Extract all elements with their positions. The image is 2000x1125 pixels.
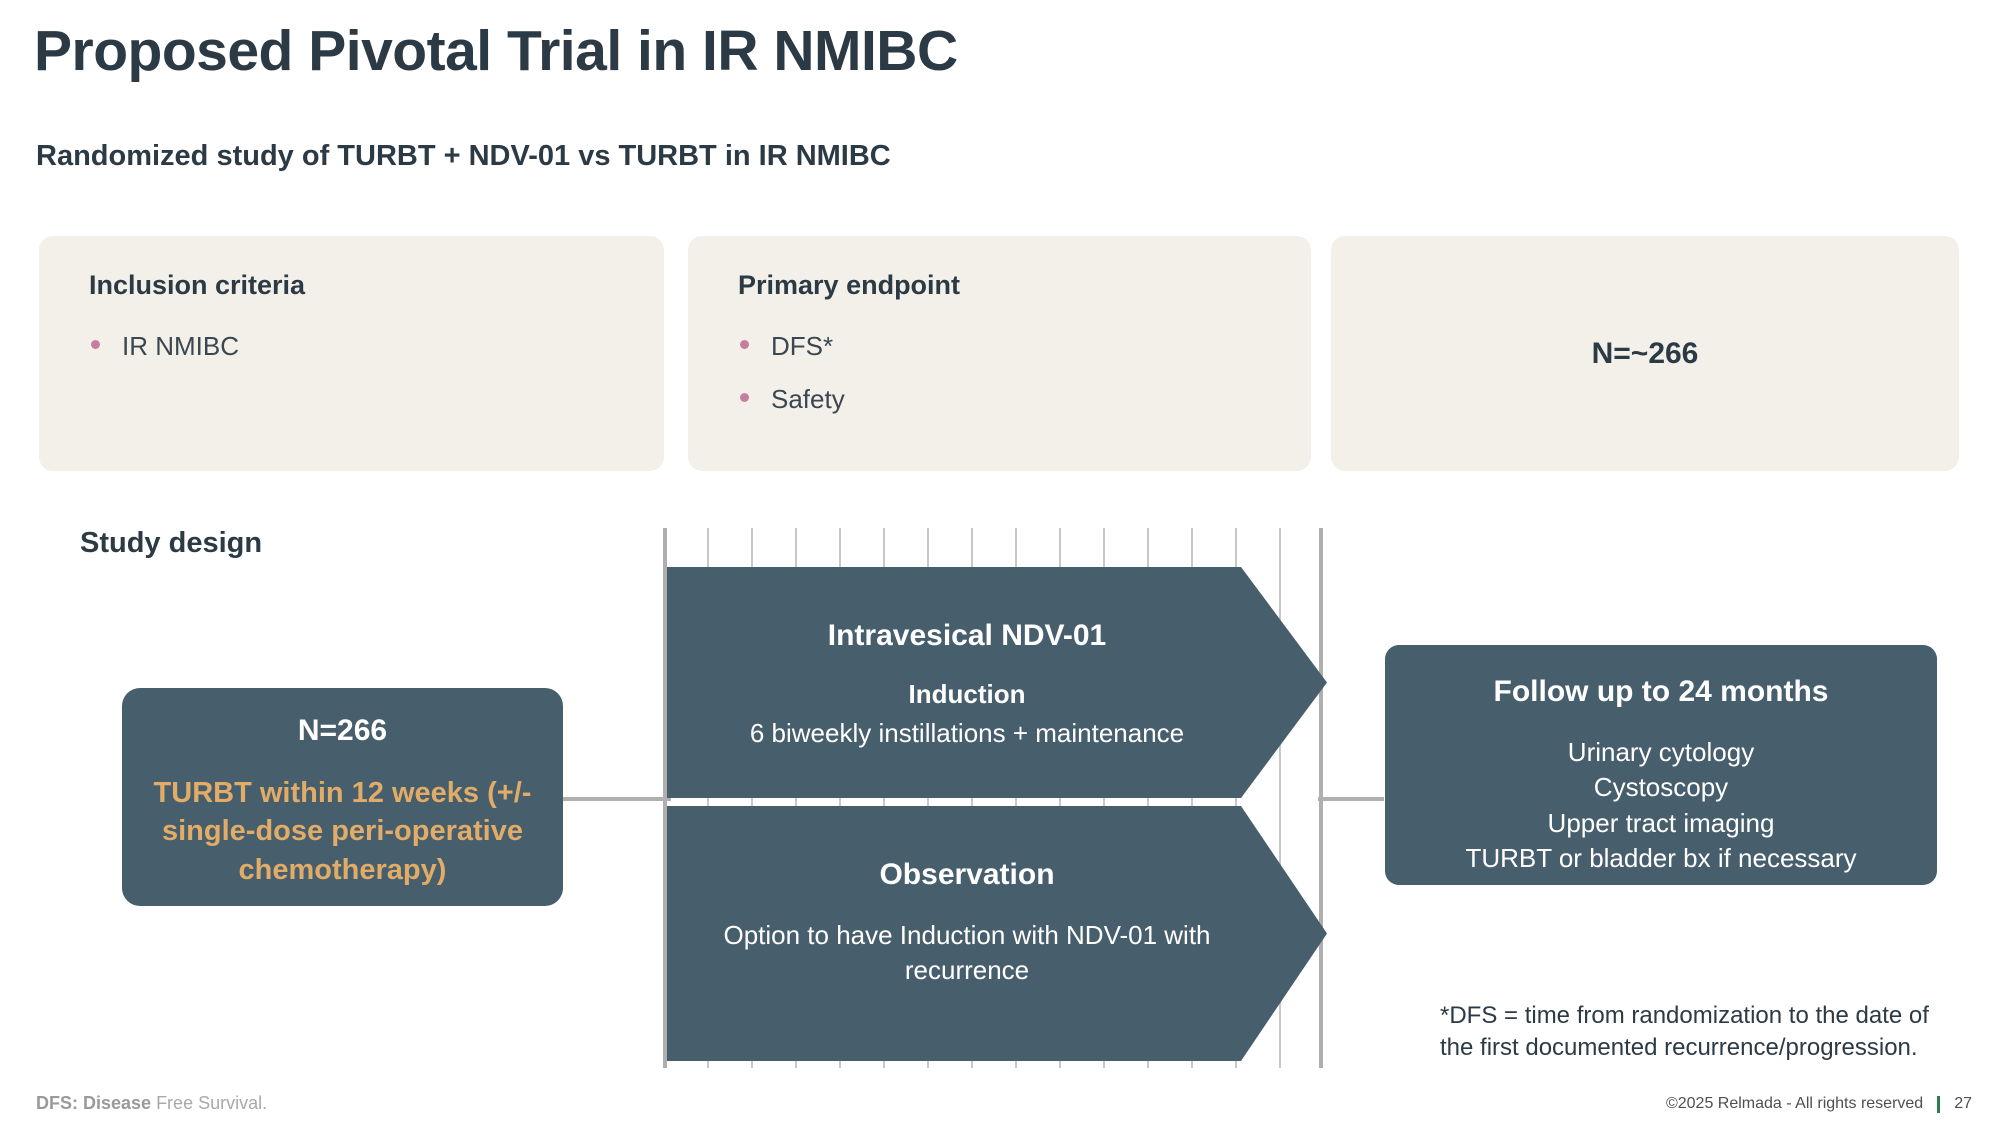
- timeline-tick: [1147, 528, 1149, 1068]
- list-item: Safety: [740, 384, 1283, 415]
- footer-abbrev-bold: DFS: Disease: [36, 1093, 152, 1113]
- timeline-tick: [1279, 528, 1281, 1068]
- bullet-dot-icon: [740, 393, 749, 402]
- followup-item: Urinary cytology: [1567, 737, 1755, 767]
- connector-line-right: [1318, 797, 1384, 801]
- timeline-tick: [751, 528, 753, 1068]
- timeline-tick: [883, 528, 885, 1068]
- footer-copyright: ©2025 Relmada - All rights reserved: [1665, 1095, 1924, 1112]
- bullet-dot-icon: [740, 340, 749, 349]
- primary-endpoint-card: Primary endpoint DFS* Safety: [688, 236, 1311, 471]
- timeline-tick: [1235, 528, 1237, 1068]
- inclusion-criteria-list: IR NMIBC: [67, 331, 636, 362]
- sample-size-card: N=~266: [1331, 236, 1959, 471]
- list-item-label: DFS*: [771, 331, 834, 361]
- control-arm-observation-arrow: Observation Option to have Induction wit…: [667, 806, 1327, 1061]
- treatment-arm-ndv-arrow: Intravesical NDV-01 Induction 6 biweekly…: [667, 567, 1327, 798]
- timeline-tick: [707, 528, 709, 1068]
- list-item-label: Safety: [771, 384, 845, 414]
- dfs-footnote: *DFS = time from randomization to the da…: [1440, 1002, 1929, 1062]
- timeline-tick: [1015, 528, 1017, 1068]
- followup-box: Follow up to 24 months Urinary cytology …: [1385, 645, 1937, 885]
- list-item: DFS*: [740, 331, 1283, 362]
- list-item: IR NMIBC: [91, 331, 636, 362]
- timeline-tick: [1103, 528, 1105, 1068]
- primary-endpoint-title: Primary endpoint: [738, 270, 961, 300]
- footer-separator-icon: [1937, 1095, 1941, 1113]
- footer-abbrev-rest: Free Survival.: [151, 1093, 268, 1113]
- footer-abbreviations: DFS: Disease Free Survival.: [36, 1093, 267, 1114]
- followup-title: Follow up to 24 months: [1493, 675, 1829, 708]
- treatment-arm-ndv-induction-label: Induction: [908, 679, 1026, 709]
- inclusion-criteria-title: Inclusion criteria: [89, 270, 306, 300]
- timeline-tick: [927, 528, 929, 1068]
- turbt-enrollment-box: N=266 TURBT within 12 weeks (+/- single-…: [122, 688, 563, 906]
- timeline-tick: [795, 528, 797, 1068]
- treatment-arm-ndv-content: Intravesical NDV-01 Induction 6 biweekly…: [667, 619, 1327, 751]
- bullet-dot-icon: [91, 340, 100, 349]
- timeline-tick: [1191, 528, 1193, 1068]
- page-subtitle: Randomized study of TURBT + NDV-01 vs TU…: [36, 140, 891, 172]
- inclusion-criteria-card: Inclusion criteria IR NMIBC: [39, 236, 664, 471]
- turbt-sample-size: N=266: [297, 714, 388, 747]
- followup-item: TURBT or bladder bx if necessary: [1465, 843, 1857, 874]
- followup-item: Upper tract imaging: [1547, 807, 1775, 838]
- control-arm-observation-content: Observation Option to have Induction wit…: [667, 858, 1327, 989]
- followup-item: Cystoscopy: [1593, 772, 1729, 803]
- timeline-tick: [839, 528, 841, 1068]
- study-design-label: Study design: [80, 527, 263, 559]
- footer-page-number: 27: [1954, 1095, 1972, 1112]
- list-item-label: IR NMIBC: [122, 331, 239, 361]
- control-arm-observation-title: Observation: [879, 858, 1055, 891]
- treatment-arm-ndv-title: Intravesical NDV-01: [827, 619, 1107, 652]
- timeline-tick: [971, 528, 973, 1068]
- page-title: Proposed Pivotal Trial in IR NMIBC: [34, 19, 958, 83]
- sample-size-value: N=~266: [1591, 336, 1699, 370]
- connector-line-left: [561, 797, 671, 801]
- timeline-tick: [1059, 528, 1061, 1068]
- turbt-detail-text: TURBT within 12 weeks (+/- single-dose p…: [153, 777, 532, 886]
- footer-copyright-block: ©2025 Relmada - All rights reserved 27: [1666, 1095, 1972, 1113]
- treatment-arm-ndv-detail: 6 biweekly instillations + maintenance: [749, 718, 1185, 748]
- control-arm-observation-detail: Option to have Induction with NDV-01 wit…: [723, 920, 1211, 986]
- primary-endpoint-list: DFS* Safety: [716, 331, 1283, 415]
